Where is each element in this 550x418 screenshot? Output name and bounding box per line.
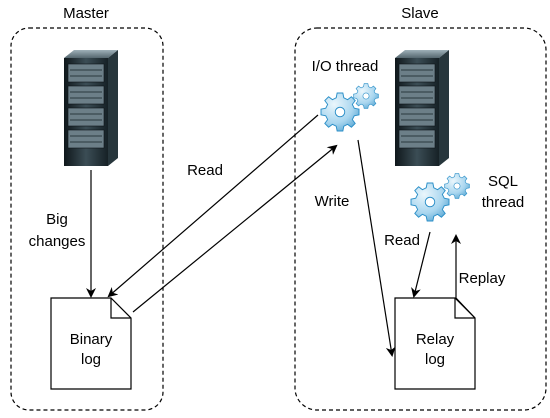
io-thread-gear-icon <box>320 83 379 132</box>
master-title: Master <box>63 5 109 22</box>
binary-log-label-line1: Binary <box>70 331 113 348</box>
edge-sql-replay <box>451 234 476 319</box>
sql-replay-label: Replay <box>459 270 506 287</box>
edge-io-write <box>357 139 396 357</box>
edge-sql-read <box>411 231 431 298</box>
relay-log-fold <box>454 298 475 319</box>
sql-read-label: Read <box>384 232 420 249</box>
sql-thread-label-line1: SQL <box>488 173 518 190</box>
relay-log-document <box>394 297 476 390</box>
slave-server-rack-icon <box>394 49 450 167</box>
edge-io-read <box>107 114 319 298</box>
io-thread-label: I/O thread <box>312 58 379 75</box>
relay-log-label-line2: log <box>425 351 445 368</box>
big-changes-label-line2: changes <box>29 233 86 250</box>
slave-group <box>294 27 547 411</box>
edge-binlog-to-io <box>132 144 338 313</box>
binary-log-document <box>50 297 132 390</box>
sql-thread-gear-icon <box>410 173 470 222</box>
binary-log-fold <box>110 298 131 319</box>
big-changes-label-line1: Big <box>46 211 68 228</box>
master-group <box>10 27 164 411</box>
master-server-rack-icon <box>63 49 119 167</box>
slave-title: Slave <box>401 5 439 22</box>
relay-log-label-line1: Relay <box>416 331 455 348</box>
binary-log-label-line2: log <box>81 351 101 368</box>
io-write-label: Write <box>315 193 350 210</box>
io-read-label: Read <box>187 162 223 179</box>
sql-thread-label-line2: thread <box>482 194 525 211</box>
